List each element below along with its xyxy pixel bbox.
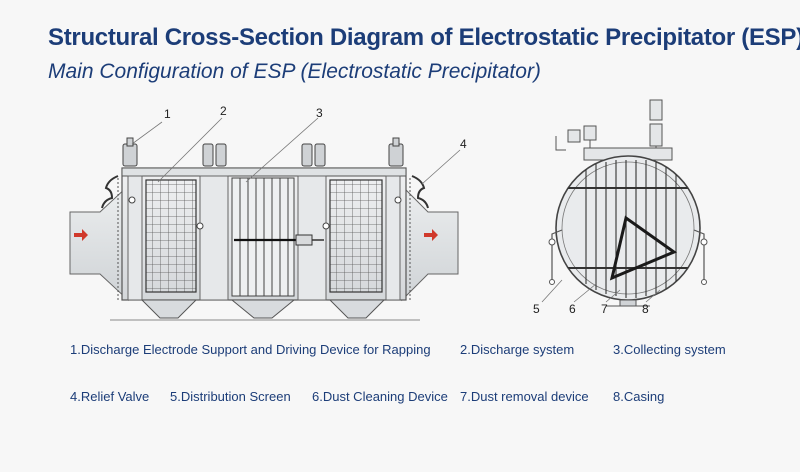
callout-5: 5 — [533, 302, 540, 316]
callout-labels: 1 2 3 4 5 6 7 8 — [164, 104, 649, 316]
insulator-posts — [122, 137, 404, 167]
diagram-subtitle: Main Configuration of ESP (Electrostatic… — [48, 60, 541, 83]
support-frame — [609, 215, 678, 281]
callout-4: 4 — [460, 137, 467, 151]
callout-6: 6 — [569, 302, 576, 316]
discharge-plates — [231, 177, 295, 297]
side-view — [69, 117, 461, 321]
esp-diagram: 1 2 3 4 5 6 7 8 — [69, 99, 708, 321]
legend-item-3: 3.Collecting system — [613, 342, 726, 357]
legend-item-7: 7.Dust removal device — [460, 389, 589, 404]
hoppers — [140, 299, 386, 319]
flow-arrow-outlet — [424, 229, 438, 241]
collecting-panel-right — [329, 179, 383, 293]
callout-3: 3 — [316, 106, 323, 120]
callout-1: 1 — [164, 107, 171, 121]
callout-7: 7 — [601, 302, 608, 316]
legend-item-8: 8.Casing — [613, 389, 665, 404]
relief-valve-right — [411, 175, 429, 209]
cross-section-view — [541, 99, 708, 307]
relief-valve-left — [101, 175, 119, 209]
legend-item-2: 2.Discharge system — [460, 342, 575, 357]
callout-2: 2 — [220, 104, 227, 118]
legend-item-6: 6.Dust Cleaning Device — [312, 389, 448, 404]
callout-8: 8 — [642, 302, 649, 316]
casing-circle — [555, 155, 701, 301]
diagram-title: Structural Cross-Section Diagram of Elec… — [48, 24, 800, 51]
inlet-duct — [69, 184, 129, 302]
flow-arrow-inlet — [74, 229, 88, 241]
legend-item-4: 4.Relief Valve — [70, 389, 150, 404]
legend-item-5: 5.Distribution Screen — [170, 389, 291, 404]
legend-item-1: 1.Discharge Electrode Support and Drivin… — [70, 342, 431, 357]
collecting-panel-left — [145, 179, 197, 293]
